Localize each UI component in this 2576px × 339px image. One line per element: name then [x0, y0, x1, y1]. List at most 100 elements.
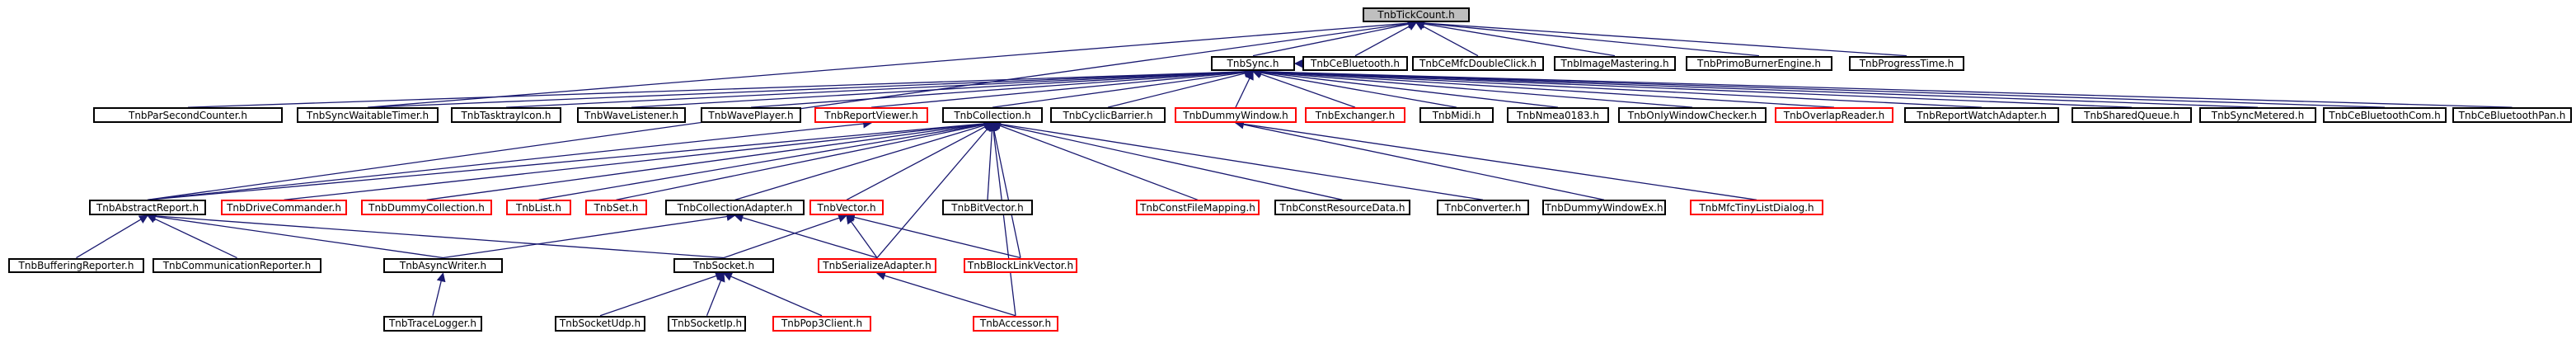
node-sync[interactable]: TnbSync.h: [1211, 55, 1295, 72]
edge-collectionadapter-to-collection: [734, 120, 994, 200]
node-reportwatch[interactable]: TnbReportWatchAdapter.h: [1904, 107, 2059, 123]
node-progresstime[interactable]: TnbProgressTime.h: [1849, 55, 1964, 72]
edge-socket-to-vector: [723, 214, 848, 259]
node-converter[interactable]: TnbConverter.h: [1437, 200, 1529, 216]
node-communicationreporter[interactable]: TnbCommunicationReporter.h: [152, 257, 321, 274]
node-dummycollection[interactable]: TnbDummyCollection.h: [361, 200, 492, 216]
edge-sockettcp-to-socket: [706, 272, 725, 316]
node-primoburner[interactable]: TnbPrimoBurnerEngine.h: [1686, 55, 1832, 72]
edge-dummycollection-to-collection: [426, 119, 994, 200]
node-nmea[interactable]: TnbNmea0183.h: [1507, 107, 1609, 123]
edge-blocklinkvector-to-vector: [845, 213, 1021, 259]
edge-parsecond-to-sync: [187, 67, 1255, 108]
edge-progresstime-to-tickcount: [1415, 18, 1907, 57]
edge-asyncwriter-to-abstractreport: [146, 212, 443, 259]
edge-cemfcdoubleclick-to-tickcount: [1415, 21, 1479, 57]
edge-bufferingreporter-to-abstractreport: [76, 214, 148, 259]
edge-mfctinylist-to-dummywindow: [1234, 119, 1757, 200]
node-midi[interactable]: TnbMidi.h: [1419, 107, 1494, 123]
node-collection[interactable]: TnbCollection.h: [942, 107, 1043, 123]
node-reportviewer[interactable]: TnbReportViewer.h: [814, 107, 928, 123]
node-overlapreader[interactable]: TnbOverlapReader.h: [1775, 107, 1893, 123]
edge-tasktray-to-sync: [505, 67, 1255, 108]
edge-cebluetooth-to-tickcount: [1354, 21, 1417, 57]
edge-abstractreport-to-reportviewer: [147, 119, 873, 200]
edge-cebtcom-to-sync: [1251, 67, 2386, 108]
edge-reportviewer-to-sync: [870, 67, 1255, 108]
edge-cebtpan-to-sync: [1251, 67, 2513, 108]
node-cyclicbarrier[interactable]: TnbCyclicBarrier.h: [1050, 107, 1166, 123]
edge-dummywindowex-to-dummywindow: [1234, 120, 1605, 200]
node-accessor[interactable]: TnbAccessor.h: [973, 315, 1058, 332]
node-syncmetered[interactable]: TnbSyncMetered.h: [2199, 107, 2316, 123]
edge-imagemastering-to-tickcount: [1415, 19, 1616, 57]
node-serializeadapter[interactable]: TnbSerializeAdapter.h: [818, 257, 936, 274]
edge-asyncwriter-to-collectionadapter: [443, 212, 736, 259]
edge-reportwatch-to-sync: [1251, 67, 1982, 108]
node-cemfcdoubleclick[interactable]: TnbCeMfcDoubleClick.h: [1412, 55, 1544, 72]
node-list[interactable]: TnbList.h: [506, 200, 571, 216]
edge-sync-to-tickcount: [1252, 19, 1418, 57]
node-collectionadapter[interactable]: TnbCollectionAdapter.h: [665, 200, 805, 216]
node-bufferingreporter[interactable]: TnbBufferingReporter.h: [8, 257, 144, 274]
edge-collection-to-sync: [992, 68, 1255, 108]
node-drivecommander[interactable]: TnbDriveCommander.h: [221, 200, 347, 216]
edge-syncwaitable-to-sync: [367, 67, 1255, 108]
edge-sharedqueue-to-sync: [1251, 67, 2133, 108]
node-socketudp[interactable]: TnbSocketUdp.h: [555, 315, 645, 332]
edge-constresource-to-collection: [991, 120, 1343, 200]
edge-syncwaitable-to-tickcount: [367, 18, 1418, 108]
node-tracelogger[interactable]: TnbTraceLogger.h: [383, 315, 482, 332]
node-parsecond[interactable]: TnbParSecondCounter.h: [93, 107, 283, 123]
node-sockettcp[interactable]: TnbSocketIp.h: [668, 315, 746, 332]
node-socket[interactable]: TnbSocket.h: [673, 257, 774, 274]
edge-converter-to-collection: [991, 120, 1484, 200]
node-cebtpan[interactable]: TnbCeBluetoothPan.h: [2452, 107, 2572, 123]
edge-pop3client-to-socket: [722, 272, 823, 317]
edge-communicationreporter-to-abstractreport: [147, 214, 237, 259]
node-tickcount[interactable]: TnbTickCount.h: [1363, 7, 1470, 23]
node-dummywindowex[interactable]: TnbDummyWindowEx.h: [1542, 200, 1666, 216]
edge-set-to-collection: [616, 120, 994, 200]
node-wavelistener[interactable]: TnbWaveListener.h: [577, 107, 686, 123]
edge-primoburner-to-tickcount: [1415, 18, 1760, 57]
node-onlywindow[interactable]: TnbOnlyWindowChecker.h: [1618, 107, 1767, 123]
node-imagemastering[interactable]: TnbImageMastering.h: [1554, 55, 1676, 72]
edge-overlapreader-to-sync: [1251, 67, 1835, 108]
edge-syncmetered-to-sync: [1251, 67, 2259, 108]
edge-dummywindow-to-sync: [1235, 70, 1254, 108]
node-pop3client[interactable]: TnbPop3Client.h: [772, 315, 871, 332]
node-dummywindow[interactable]: TnbDummyWindow.h: [1175, 107, 1297, 123]
edge-serializeadapter-to-vector: [846, 214, 878, 258]
node-tasktray[interactable]: TnbTasktrayIcon.h: [451, 107, 561, 123]
edge-drivecommander-to-collection: [284, 119, 994, 200]
edge-wavelistener-to-sync: [631, 67, 1255, 108]
node-bitvector[interactable]: TnbBitVector.h: [942, 200, 1033, 216]
edge-exchanger-to-sync: [1251, 69, 1356, 108]
edge-cyclicbarrier-to-sync: [1107, 68, 1255, 108]
node-syncwaitable[interactable]: TnbSyncWaitableTimer.h: [297, 107, 439, 123]
node-vector[interactable]: TnbVector.h: [809, 200, 884, 216]
node-cebluetooth[interactable]: TnbCeBluetooth.h: [1302, 55, 1408, 72]
edge-serializeadapter-to-collection: [876, 122, 993, 258]
edge-midi-to-sync: [1251, 68, 1457, 108]
edge-list-to-collection: [538, 120, 994, 200]
node-sharedqueue[interactable]: TnbSharedQueue.h: [2072, 107, 2192, 123]
edge-accessor-to-collection: [988, 121, 1016, 316]
node-cebtcom[interactable]: TnbCeBluetoothCom.h: [2323, 107, 2447, 123]
node-constresource[interactable]: TnbConstResourceData.h: [1274, 200, 1410, 216]
node-exchanger[interactable]: TnbExchanger.h: [1305, 107, 1405, 123]
node-mfctinylist[interactable]: TnbMfcTinyListDialog.h: [1690, 200, 1823, 216]
node-set[interactable]: TnbSet.h: [585, 200, 647, 216]
edge-tracelogger-to-asyncwriter: [432, 272, 446, 316]
node-abstractreport[interactable]: TnbAbstractReport.h: [89, 200, 206, 216]
node-constfilemapping[interactable]: TnbConstFileMapping.h: [1136, 200, 1260, 216]
node-blocklinkvector[interactable]: TnbBlockLinkVector.h: [964, 257, 1077, 274]
node-waveplayer[interactable]: TnbWavePlayer.h: [701, 107, 801, 123]
edge-serializeadapter-to-collectionadapter: [734, 213, 878, 259]
node-asyncwriter[interactable]: TnbAsyncWriter.h: [383, 257, 503, 274]
edge-accessor-to-serializeadapter: [875, 271, 1016, 317]
edge-socket-to-abstractreport: [146, 211, 725, 259]
